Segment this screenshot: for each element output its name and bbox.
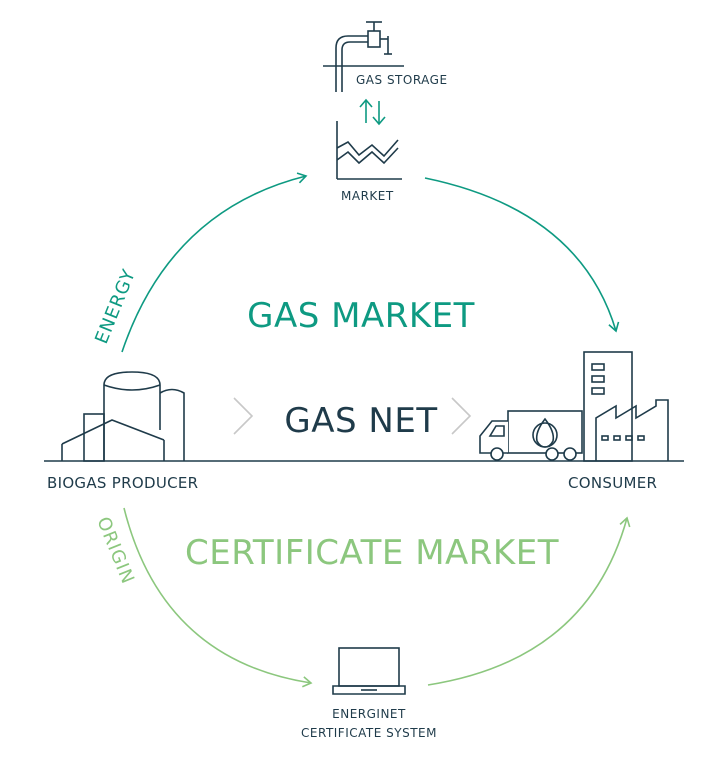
laptop-icon	[332, 647, 406, 695]
valve-pipe-icon	[323, 21, 404, 92]
certificate-to-consumer-arrow	[427, 516, 631, 686]
gas-market-label: GAS MARKET	[247, 296, 475, 336]
market-label: MARKET	[341, 189, 394, 203]
energy-flow-arrow	[121, 172, 308, 353]
certificate-system-label-line2: CERTIFICATE SYSTEM	[301, 726, 437, 740]
market-to-consumer-arrow	[424, 177, 620, 333]
gas-storage-label: GAS STORAGE	[356, 73, 448, 87]
biogas-producer-label: BIOGAS PRODUCER	[47, 474, 198, 492]
biogas-plant-icon	[61, 371, 185, 462]
up-down-arrows-icon	[359, 98, 386, 126]
consumer-label: CONSUMER	[568, 474, 657, 492]
energy-flow-label: ENERGY	[91, 266, 140, 347]
market-chart-icon	[336, 121, 402, 180]
origin-flow-label: ORIGIN	[92, 514, 138, 587]
certificate-system-label-line1: ENERGINET	[332, 707, 406, 721]
chevron-right-icon	[451, 397, 472, 435]
certificate-market-label: CERTIFICATE MARKET	[185, 533, 559, 573]
gas-net-label: GAS NET	[284, 401, 437, 441]
origin-flow-arrow	[123, 507, 313, 688]
chevron-right-icon	[233, 397, 254, 435]
factory-truck-icon	[479, 351, 669, 462]
